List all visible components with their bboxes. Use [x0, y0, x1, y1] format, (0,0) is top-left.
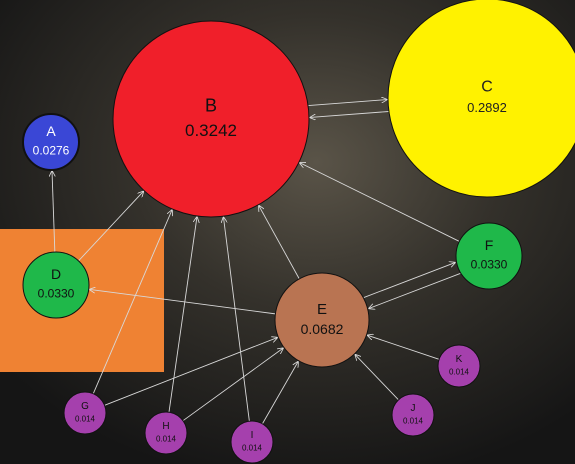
node-e[interactable]: E 0.0682	[274, 272, 370, 368]
node-name-i: I	[251, 430, 254, 441]
node-h[interactable]: H 0.014	[144, 411, 188, 455]
edge-d-to-a	[52, 171, 55, 253]
edge-b-to-c	[308, 100, 387, 107]
edge-h-to-b	[168, 217, 197, 413]
node-j[interactable]: J 0.014	[391, 393, 435, 437]
node-value-b: 0.3242	[185, 121, 237, 140]
node-circle-h	[144, 411, 188, 455]
node-name-a: A	[46, 123, 56, 139]
node-c[interactable]: C 0.2892	[387, 0, 575, 198]
node-b[interactable]: B 0.3242	[112, 20, 310, 218]
node-value-k: 0.014	[449, 368, 470, 377]
node-name-c: C	[481, 78, 493, 95]
node-value-c: 0.2892	[467, 100, 507, 115]
edge-i-to-e	[262, 362, 298, 425]
edge-g-to-e	[104, 338, 278, 406]
edge-g-to-b	[92, 210, 172, 394]
node-f[interactable]: F 0.0330	[455, 222, 523, 290]
node-name-f: F	[485, 237, 494, 253]
edge-e-to-f	[363, 263, 455, 298]
node-circle-g	[63, 391, 107, 435]
node-circle-d	[22, 251, 90, 319]
node-value-h: 0.014	[156, 435, 177, 444]
edge-h-to-e	[182, 348, 283, 422]
node-d[interactable]: D 0.0330	[22, 251, 90, 319]
node-name-e: E	[317, 301, 327, 318]
node-value-e: 0.0682	[301, 321, 344, 337]
node-name-d: D	[51, 266, 61, 282]
node-circle-a	[22, 113, 80, 171]
node-value-a: 0.0276	[33, 143, 70, 157]
edge-i-to-b	[223, 217, 250, 422]
edge-c-to-b	[310, 111, 389, 117]
node-name-j: J	[411, 403, 416, 414]
edge-f-to-e	[369, 272, 461, 308]
node-circle-b	[112, 20, 310, 218]
node-name-k: K	[456, 354, 463, 365]
node-value-g: 0.014	[75, 415, 96, 424]
edge-e-to-d	[90, 289, 276, 315]
node-value-i: 0.014	[242, 444, 263, 453]
edge-j-to-e	[355, 355, 399, 401]
node-value-j: 0.014	[403, 417, 424, 426]
node-circle-f	[455, 222, 523, 290]
node-i[interactable]: I 0.014	[230, 420, 274, 464]
node-circle-k	[437, 344, 481, 388]
node-value-f: 0.0330	[471, 257, 508, 271]
node-value-d: 0.0330	[38, 286, 75, 300]
edge-f-to-b	[300, 163, 460, 242]
node-name-g: G	[81, 401, 89, 412]
node-circle-c	[387, 0, 575, 198]
node-circle-e	[274, 272, 370, 368]
node-name-h: H	[162, 421, 169, 432]
edge-e-to-b	[259, 206, 300, 280]
node-circle-j	[391, 393, 435, 437]
edge-layer	[52, 100, 461, 425]
node-name-b: B	[205, 96, 217, 116]
node-k[interactable]: K 0.014	[437, 344, 481, 388]
node-circle-i	[230, 420, 274, 464]
node-g[interactable]: G 0.014	[63, 391, 107, 435]
edge-k-to-e	[368, 335, 440, 360]
edge-d-to-b	[78, 191, 144, 262]
node-a[interactable]: A 0.0276	[22, 113, 80, 171]
